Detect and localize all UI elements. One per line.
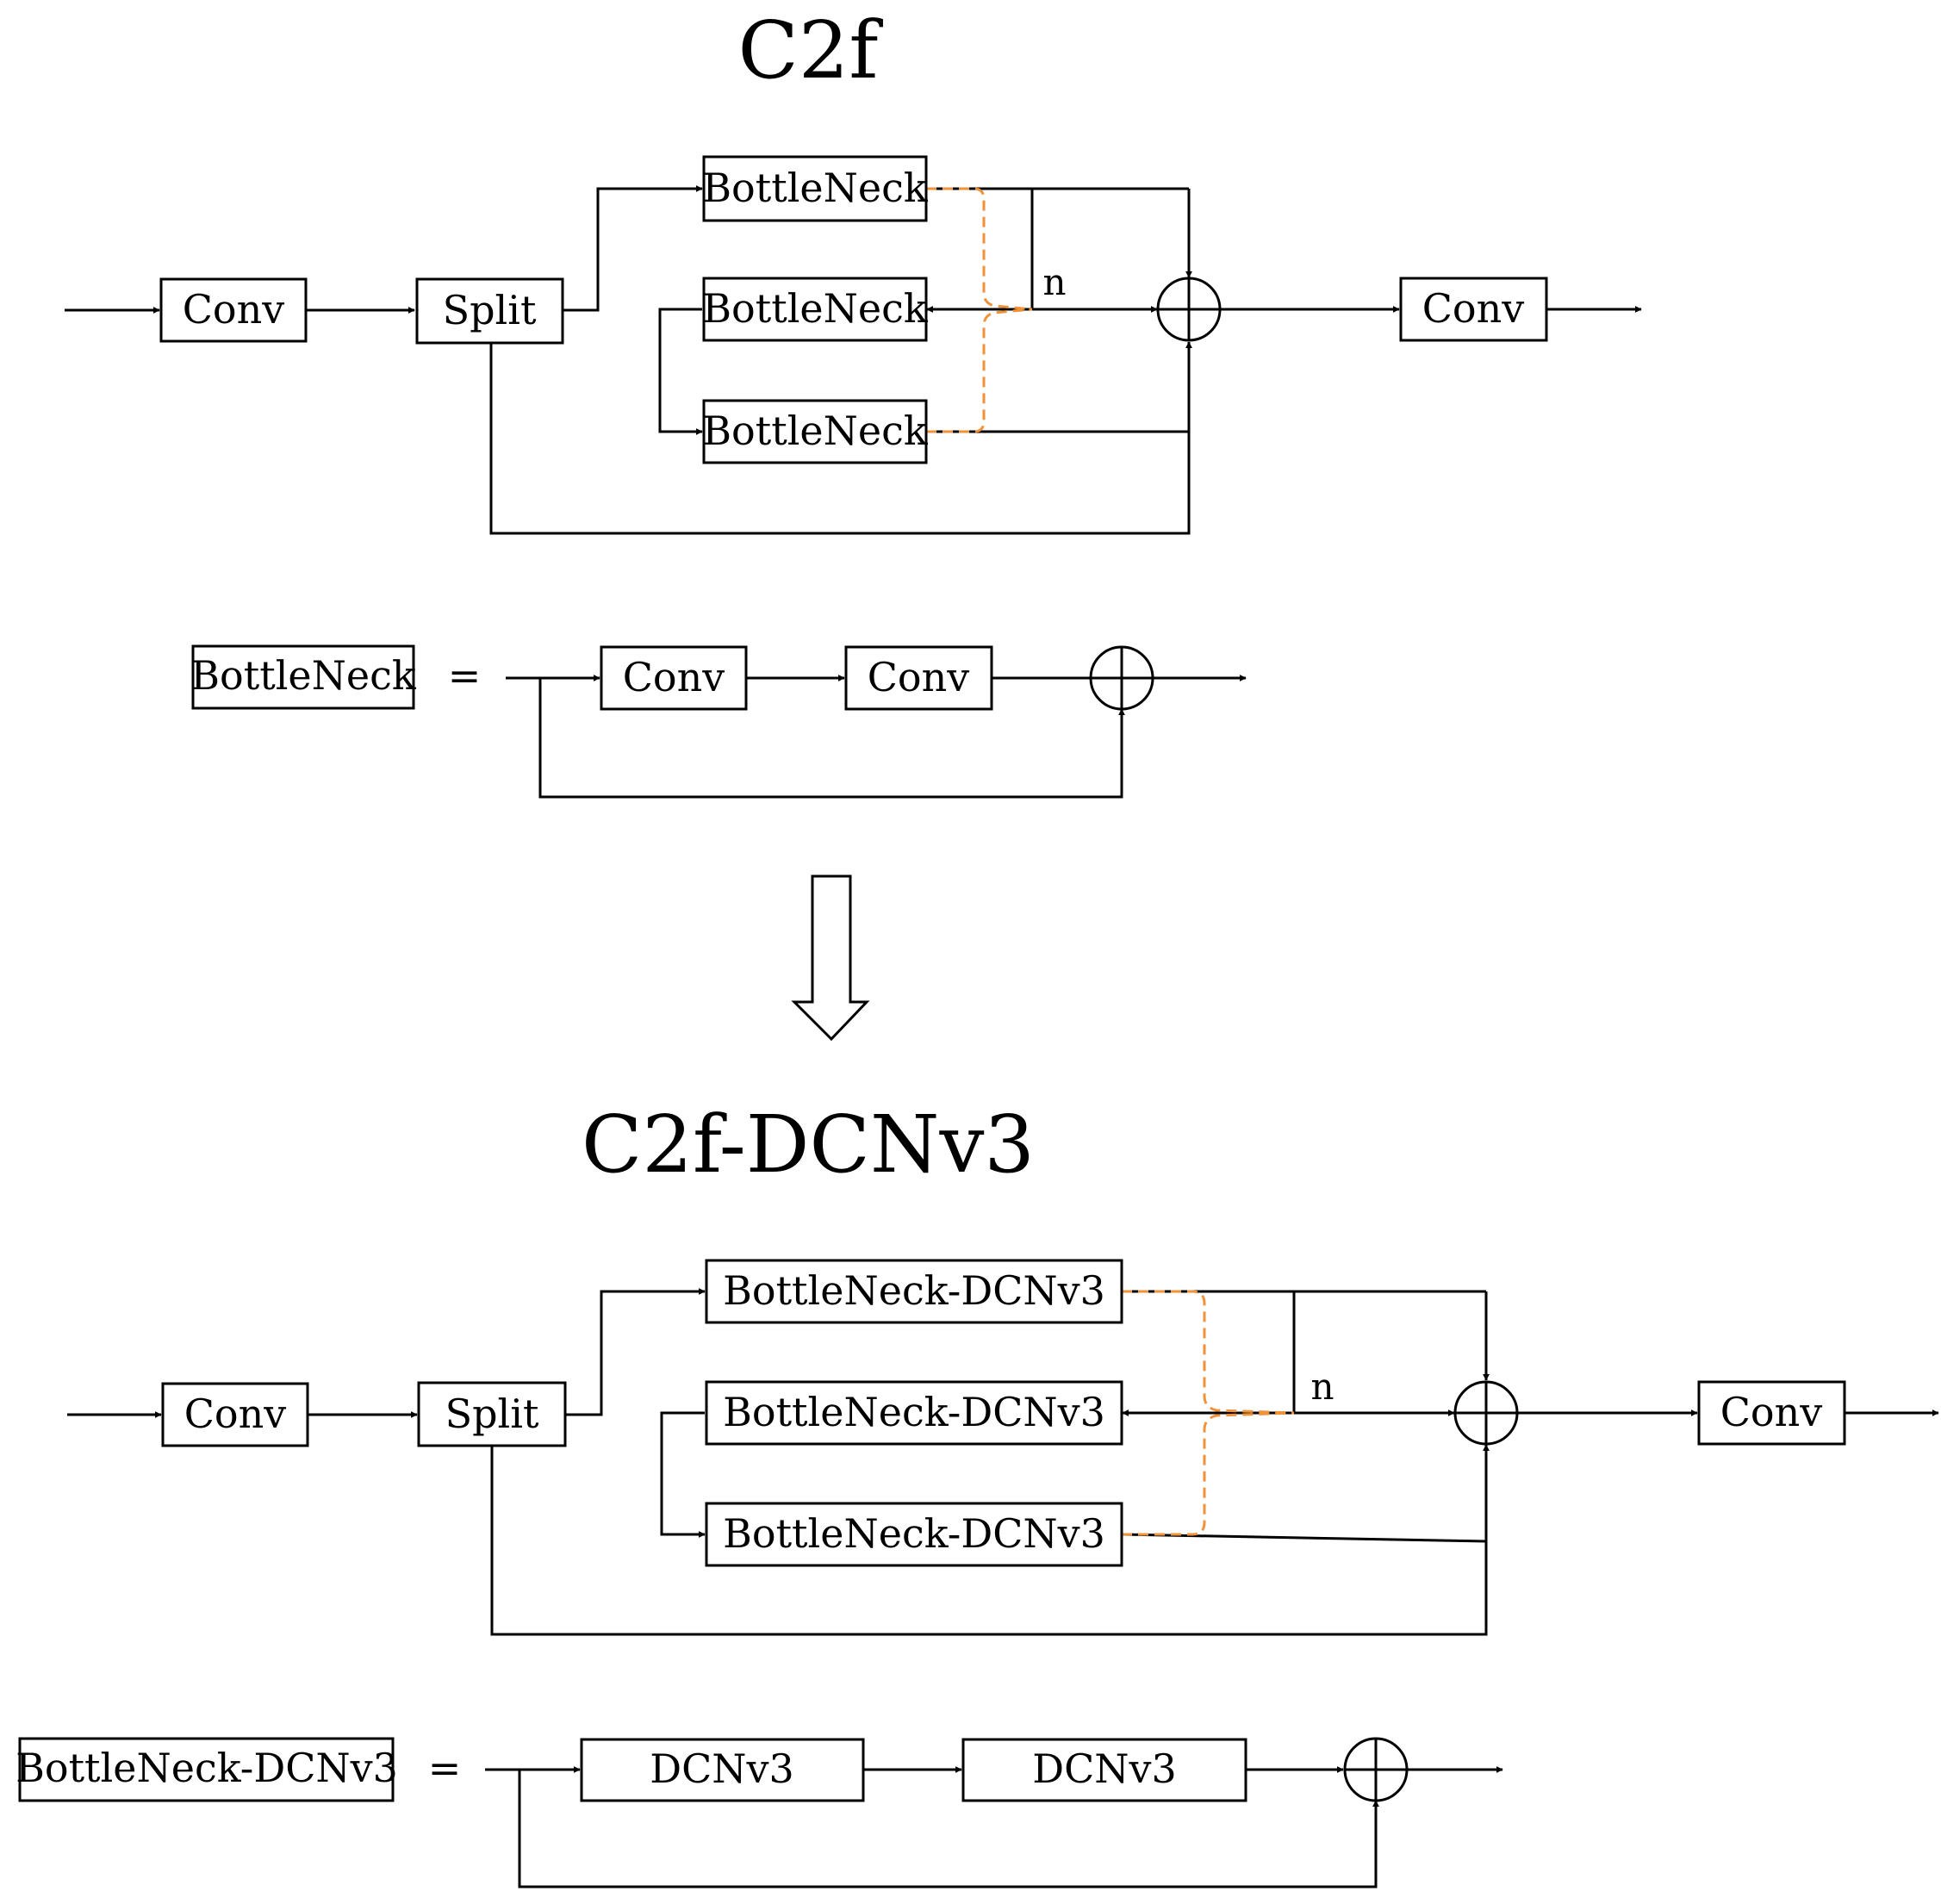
dcn-conv-out-label: Conv [1720,1389,1823,1435]
c2f-bottleneck-1-label: BottleNeck [702,165,929,211]
c2f-bottleneck-2: BottleNeck [702,277,929,342]
c2f-dcnv3-section: C2f-DCNv3 Conv Split B [67,1098,1939,1636]
dcn-bottleneck-1: BottleNeck-DCNv3 [705,1259,1123,1324]
bottleneck-definition: BottleNeck = Conv Conv [190,644,1247,799]
c2f-bottleneck-1: BottleNeck [702,155,929,222]
bottleneck-dcnv3-def-sum-node [1343,1737,1409,1802]
dcn-dashed-connector-bottom [1122,1411,1295,1536]
dcn-sum-node [1453,1380,1519,1446]
dcn-def-residual-arrow [518,1770,1379,1888]
dashed-connector-top [926,187,1033,311]
bottleneck-dcnv3-definition: BottleNeck-DCNv3 = DCNv3 DCNv3 [16,1737,1503,1888]
dcn-bottleneck-3-label: BottleNeck-DCNv3 [723,1510,1105,1557]
dcn-split-bypass-arrow [490,1444,1490,1636]
dcn-bottleneck-2-label: BottleNeck-DCNv3 [723,1389,1105,1435]
dcn-split-label: Split [445,1391,539,1437]
bottleneck-def-conv-2-label: Conv [868,654,970,700]
c2f-title: C2f [738,4,884,96]
def-residual-arrow [538,678,1125,799]
dashed-connector-bottom [926,308,1033,433]
c2f-dcnv3-title: C2f-DCNv3 [582,1098,1035,1191]
dcn-bottleneck-2: BottleNeck-DCNv3 [705,1380,1123,1446]
c2f-sum-node [1156,277,1222,342]
dcn-split: Split [417,1381,567,1447]
c2f-bottleneck-2-label: BottleNeck [702,285,929,332]
c2f-dcnv3-wires [67,1288,1939,1636]
bottleneck-dcnv3-def-name-box: BottleNeck-DCNv3 [16,1737,398,1802]
c2f-bottleneck-3: BottleNeck [702,399,929,464]
dcn-dashed-connector-top [1122,1290,1295,1415]
bottleneck2-to-bottleneck3-arrow [658,308,703,435]
c2f-split: Split [415,277,564,345]
dcn-split-to-bottleneck1-arrow [565,1288,706,1416]
bottleneck-dcnv3-def-dcn-1: DCNv3 [580,1738,865,1802]
bottleneck-dcnv3-def-dcn-2: DCNv3 [961,1738,1247,1802]
dcn-bottleneck2-to-bottleneck3-arrow [660,1411,706,1538]
dcn-repeat-label: n [1310,1366,1334,1408]
split-to-bottleneck1-arrow [563,185,703,312]
bottleneck-def-sum-node [1089,645,1154,711]
c2f-conv-out-label: Conv [1422,285,1525,332]
dcn-bottleneck-3: BottleNeck-DCNv3 [705,1502,1123,1567]
dcn-bottleneck3-out-wire [1121,1533,1487,1543]
c2f-bottleneck-3-label: BottleNeck [702,408,929,454]
split-bypass-arrow [489,341,1192,535]
bottleneck-dcnv3-def-dcn-1-label: DCNv3 [650,1745,794,1792]
bottleneck-def-conv-1: Conv [600,645,748,711]
bottleneck-dcnv3-def-name: BottleNeck-DCNv3 [16,1745,398,1791]
dcn-conv-in: Conv [161,1382,309,1447]
dcn-conv-in-label: Conv [184,1391,287,1437]
bottleneck-def-conv-2: Conv [844,645,993,711]
bottleneck-def-equals: = [448,652,482,699]
c2f-conv-in: Conv [159,277,308,343]
bottleneck-def-conv-1-label: Conv [623,654,725,700]
bottleneck-def-name-box: BottleNeck [190,644,417,710]
bottleneck-dcnv3-def-equals: = [428,1745,462,1791]
c2f-conv-out: Conv [1399,277,1548,342]
c2f-split-label: Split [443,287,537,333]
dcn-bottleneck-1-label: BottleNeck-DCNv3 [723,1267,1105,1314]
dcn-conv-out: Conv [1697,1380,1846,1446]
bottleneck-def-name: BottleNeck [190,652,417,699]
bottleneck-dcnv3-def-dcn-2-label: DCNv3 [1032,1745,1177,1792]
c2f-repeat-label: n [1042,261,1066,303]
c2f-wires [65,185,1642,535]
c2f-section: C2f Conv Split [65,4,1642,535]
transform-down-arrow [791,874,870,1042]
c2f-conv-in-label: Conv [183,286,285,333]
